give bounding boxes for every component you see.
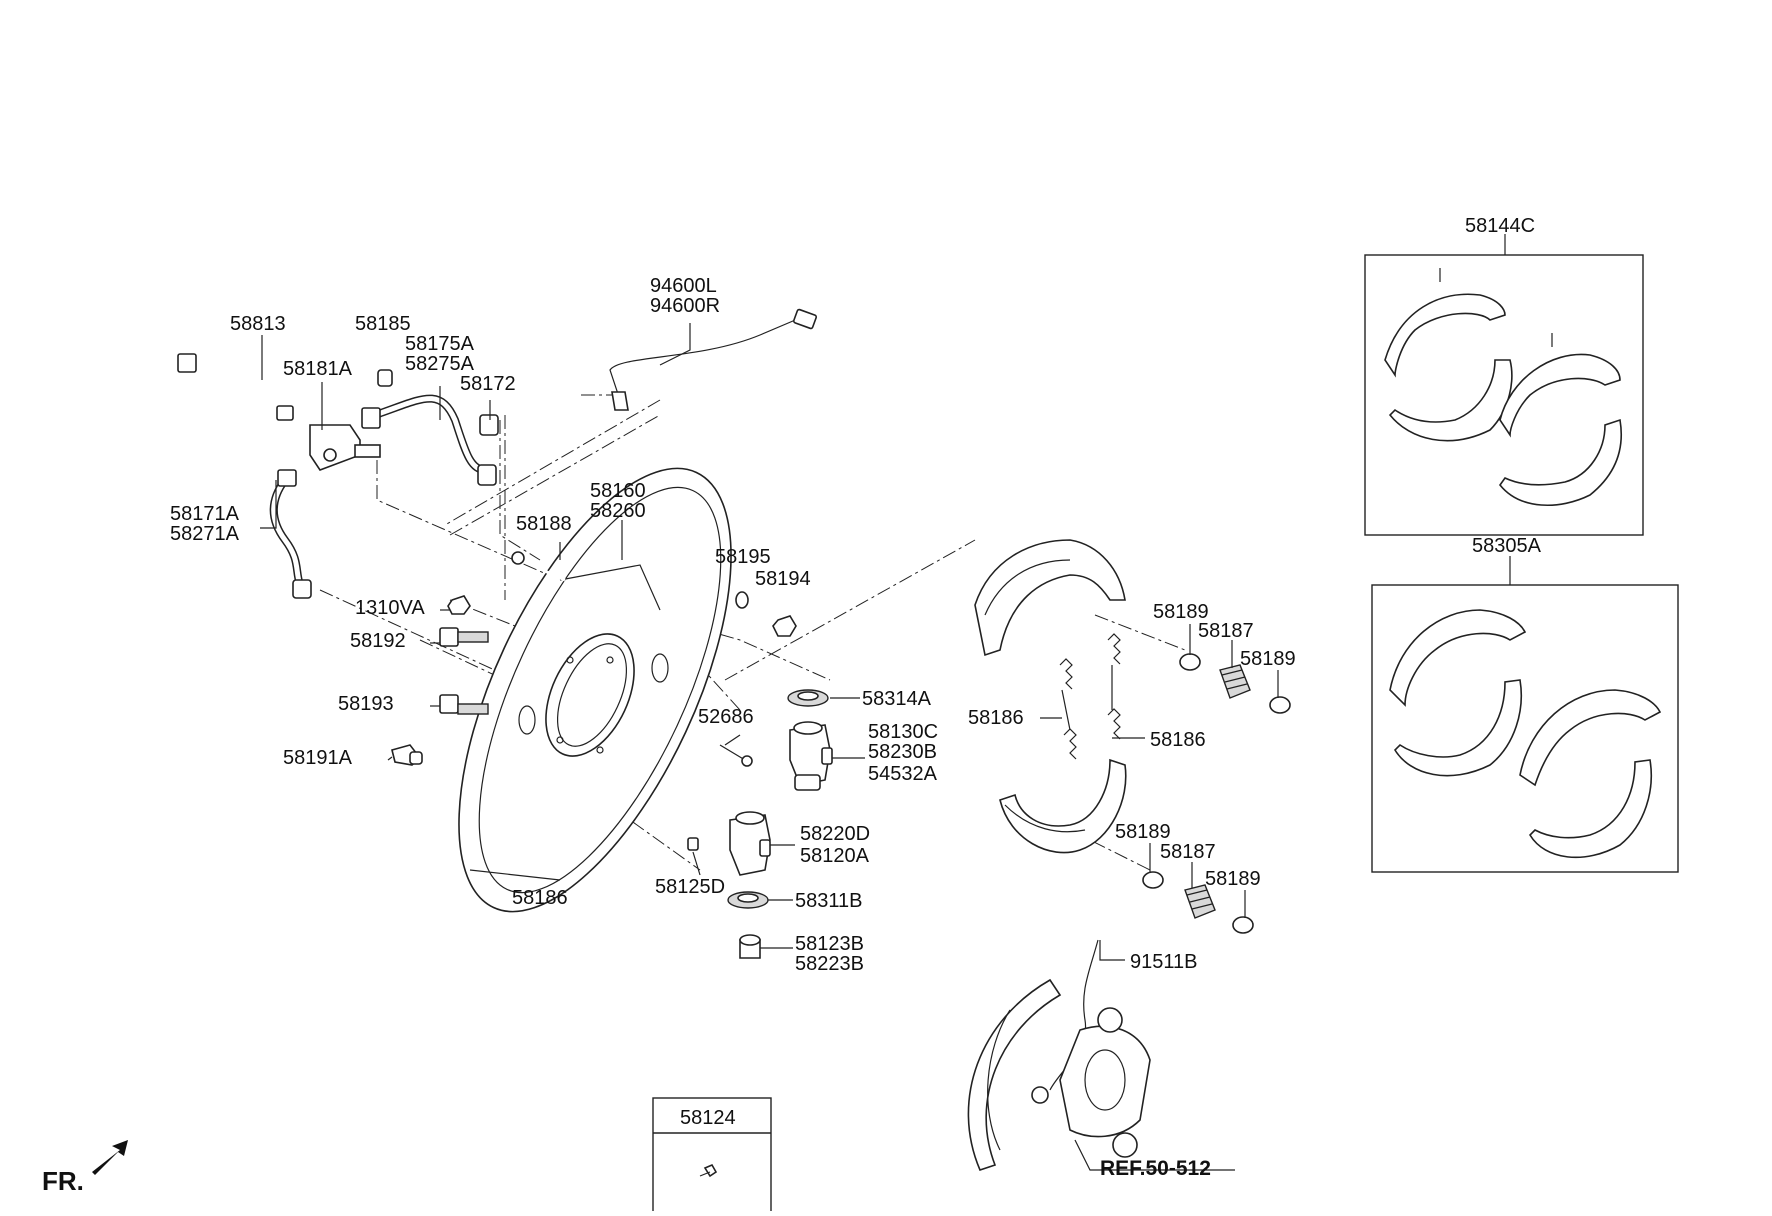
brake-shoe-upper[interactable] [974,539,1126,657]
callout-58194[interactable]: 58194 [755,568,811,590]
callout-58189-c[interactable]: 58189 [1115,821,1171,843]
callout-58230B[interactable]: 58230B [868,741,937,763]
leader-lines [260,234,1511,1171]
brake-shoe-lower[interactable] [999,758,1127,854]
callout-58172[interactable]: 58172 [460,373,516,395]
callout-58171A[interactable]: 58171A [170,503,240,525]
reference-label[interactable]: REF.50-512 [1100,1157,1211,1180]
hold-down-spring-58187[interactable] [1184,664,1251,919]
callout-58186-main[interactable]: 58186 [512,887,568,909]
callout-58314A[interactable]: 58314A [862,688,932,710]
callout-58124[interactable]: 58124 [680,1107,736,1129]
wheel-cylinder-58220D[interactable] [729,811,771,876]
callout-58125D[interactable]: 58125D [655,876,725,898]
nut-58194[interactable] [772,615,797,637]
callout-94600R[interactable]: 94600R [650,295,720,317]
brake-tube-58175A[interactable] [361,394,486,474]
adjuster-wheel-58314A[interactable] [787,689,829,707]
callout-1310VA[interactable]: 1310VA [355,597,425,619]
flare-nut-58172[interactable] [477,414,499,486]
brake-tube-58171A[interactable] [269,469,312,599]
return-spring-58186-right[interactable] [1107,633,1121,740]
wheel-cylinder-58130C[interactable] [789,721,833,791]
bolt-52686[interactable] [719,744,753,767]
front-label: FR. [42,1166,84,1196]
callout-52686[interactable]: 52686 [698,706,754,728]
callout-58144C[interactable]: 58144C [1465,215,1535,237]
callout-58189-d[interactable]: 58189 [1205,868,1261,890]
bleeder-58125D[interactable] [687,837,699,851]
hold-down-cup-58189[interactable] [1142,653,1291,934]
callout-58223B[interactable]: 58223B [795,953,864,975]
callout-54532A[interactable]: 54532A [868,763,938,785]
backing-plate-58160[interactable] [403,430,787,950]
callout-58271A[interactable]: 58271A [170,523,240,545]
shoe-set-box-58305A[interactable] [1371,584,1679,873]
callout-58185[interactable]: 58185 [355,313,411,335]
bolt-58188[interactable] [511,551,566,582]
callout-58188[interactable]: 58188 [516,513,572,535]
callout-58187-a[interactable]: 58187 [1198,620,1254,642]
three-way-connector-58181A[interactable] [309,424,381,471]
callout-58191A[interactable]: 58191A [283,747,353,769]
callout-58186-left[interactable]: 58186 [968,707,1024,729]
cap-58123B[interactable] [739,934,761,959]
callout-58220D[interactable]: 58220D [800,823,870,845]
brake-hose-58813[interactable] [177,350,294,421]
callout-58175A[interactable]: 58175A [405,333,475,355]
callout-58130C[interactable]: 58130C [868,721,938,743]
callout-58192[interactable]: 58192 [350,630,406,652]
callout-58181A[interactable]: 58181A [283,358,353,380]
callout-91511B[interactable]: 91511B [1130,951,1197,973]
return-spring-58186-left[interactable] [1059,658,1077,760]
lining-kit-box-58144C[interactable] [1364,254,1644,536]
callout-58275A[interactable]: 58275A [405,353,475,375]
callout-58305A[interactable]: 58305A [1472,535,1542,557]
nut-58185[interactable] [377,369,393,387]
callout-58195[interactable]: 58195 [715,546,771,568]
callout-58193[interactable]: 58193 [338,693,394,715]
bolt-58193[interactable] [439,694,489,715]
adjuster-wheel-58311B[interactable] [727,891,769,909]
callout-58311B[interactable]: 58311B [795,890,862,912]
callout-58813[interactable]: 58813 [230,313,286,335]
callout-58189-a[interactable]: 58189 [1153,601,1209,623]
callout-58186-right[interactable]: 58186 [1150,729,1206,751]
part-box-58124[interactable] [652,1097,772,1216]
washer-58195[interactable] [735,591,749,609]
nut-1310VA[interactable] [447,595,471,615]
callout-58160[interactable]: 58160 [590,480,646,502]
plug-58191A[interactable] [391,744,423,766]
callout-58187-b[interactable]: 58187 [1160,841,1216,863]
bolt-58192[interactable] [439,627,489,647]
callout-94600L[interactable]: 94600L [650,275,717,297]
front-direction-arrow-icon [92,1140,128,1175]
dust-shield-knuckle[interactable] [967,978,1151,1171]
callout-58260[interactable]: 58260 [590,500,646,522]
wheel-speed-sensor-94600L[interactable] [609,308,818,411]
callout-labels: 58813 58185 58175A 58275A 58181A 58172 9… [170,215,1542,1180]
callout-58189-b[interactable]: 58189 [1240,648,1296,670]
callout-58120A[interactable]: 58120A [800,845,870,867]
callout-58123B[interactable]: 58123B [795,933,864,955]
